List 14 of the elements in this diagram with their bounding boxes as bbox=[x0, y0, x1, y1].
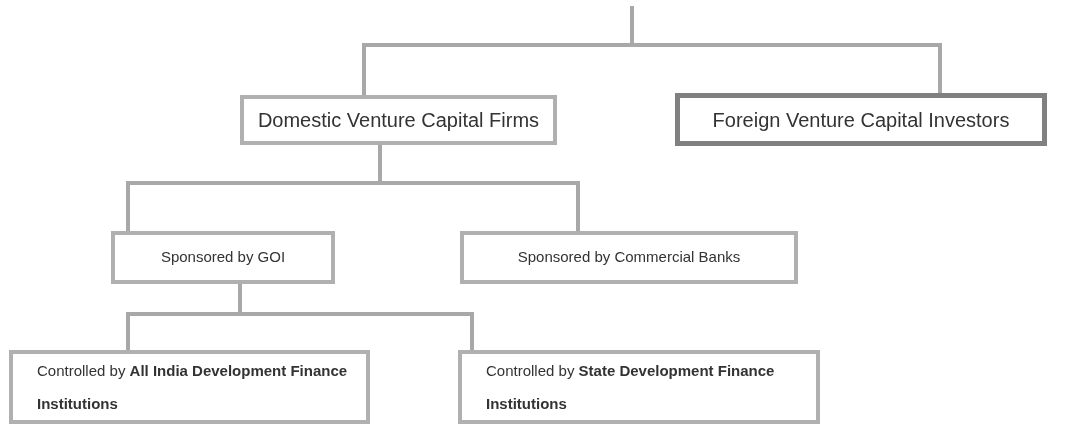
category-box bbox=[458, 350, 820, 424]
box-label: Controlled by All India Development Finance Institutions bbox=[37, 361, 349, 414]
category-box bbox=[111, 231, 335, 284]
box-label: Sponsored by GOI bbox=[159, 247, 287, 268]
category-box bbox=[9, 350, 370, 424]
category-box bbox=[240, 95, 557, 145]
connector-line bbox=[630, 6, 942, 93]
box-label: Controlled by State Development Finance Institutions bbox=[486, 361, 776, 414]
box-label: Sponsored by Commercial Banks bbox=[516, 247, 742, 268]
box-label: Foreign Venture Capital Investors bbox=[711, 107, 1011, 133]
box-label: Domestic Venture Capital Firms bbox=[256, 108, 541, 133]
category-box bbox=[460, 231, 798, 284]
category-box bbox=[675, 93, 1047, 146]
connector-line bbox=[238, 284, 474, 350]
